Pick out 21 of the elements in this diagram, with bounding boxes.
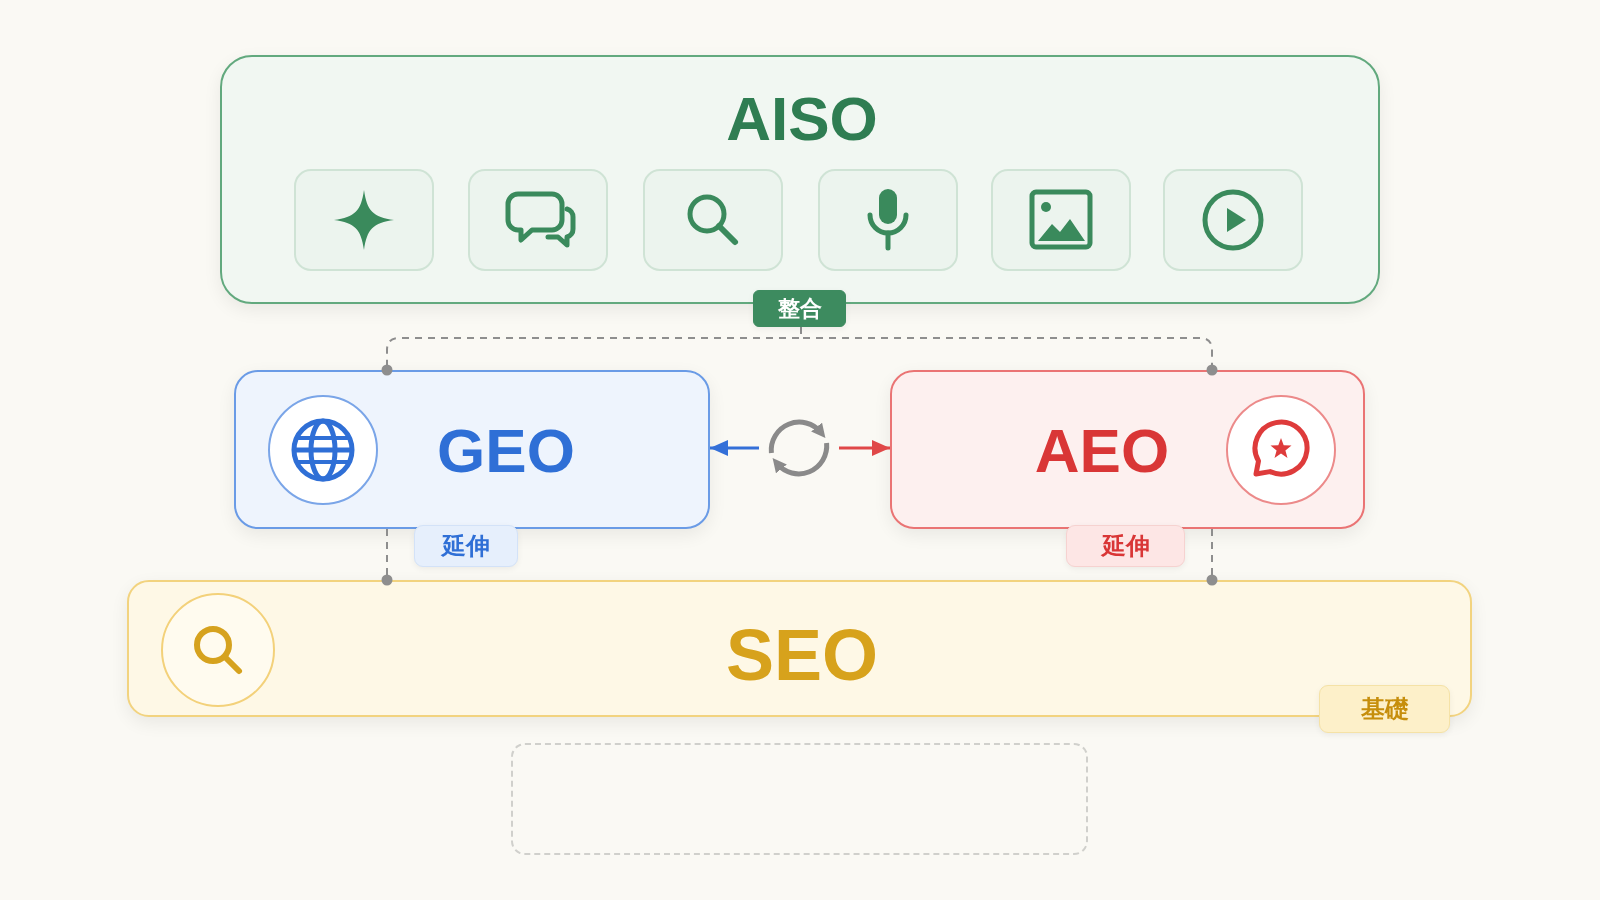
sparkle-icon <box>294 169 434 271</box>
tag: 基礎 <box>1319 685 1450 733</box>
panel <box>234 370 710 529</box>
search-icon <box>643 169 783 271</box>
panel <box>890 370 1365 529</box>
tag: 延伸 <box>414 525 518 567</box>
play-icon <box>1163 169 1303 271</box>
chat-icon <box>468 169 608 271</box>
tag: 延伸 <box>1066 525 1185 567</box>
dashed-connector <box>1206 528 1218 586</box>
microphone-icon <box>818 169 958 271</box>
dashed-connector <box>381 528 393 586</box>
panel-title: SEO <box>725 619 879 691</box>
panel-title: GEO <box>437 420 575 482</box>
tag: 整合 <box>753 290 846 327</box>
image-icon <box>991 169 1131 271</box>
panel-title: AEO <box>1034 420 1170 482</box>
arrow <box>839 440 890 456</box>
panel-title: AISO <box>726 88 878 150</box>
arrow <box>710 440 759 456</box>
dashed-frame <box>511 743 1088 855</box>
